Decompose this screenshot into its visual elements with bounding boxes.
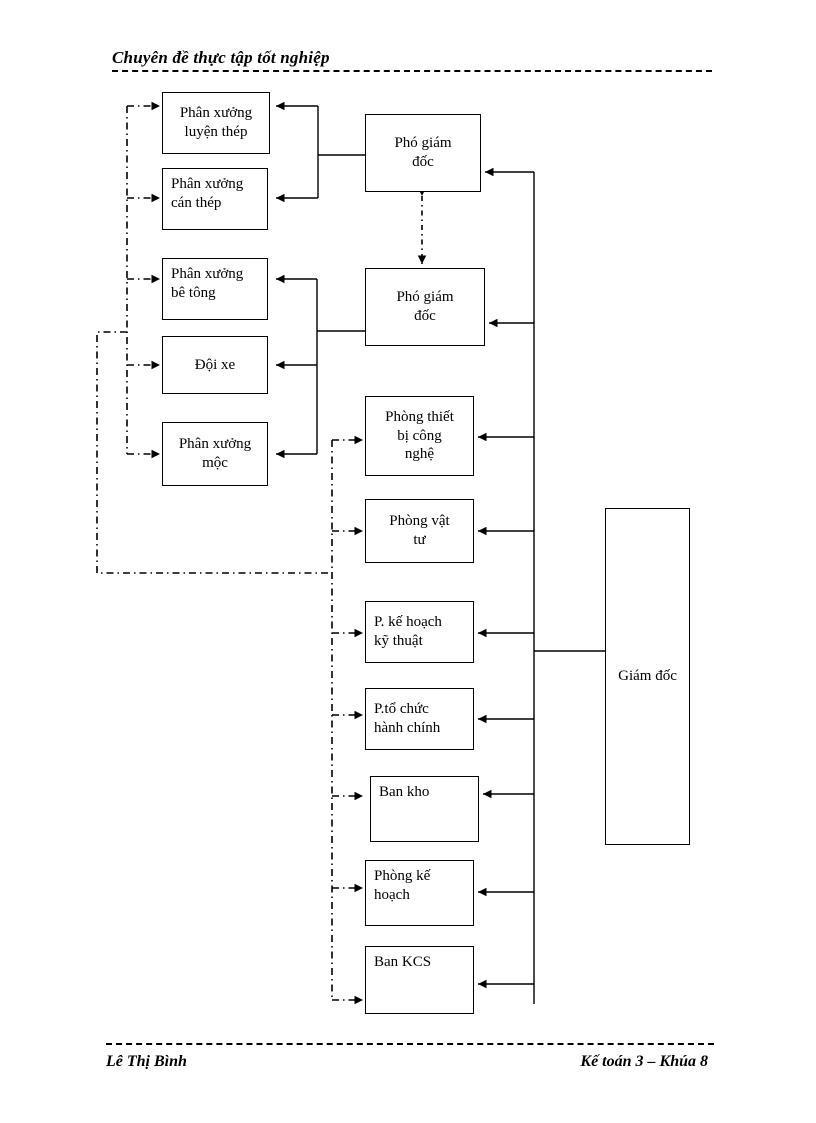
node-label: Phòng vật tư [389, 513, 450, 548]
node-dept-admin-organization[interactable]: P.tổ chức hành chính [365, 688, 474, 750]
node-label: Đội xe [194, 356, 236, 373]
node-label: Phân xưởng bê tông [171, 266, 244, 301]
node-dept-kcs[interactable]: Ban KCS [365, 946, 474, 1014]
node-workshop-steel-smelting[interactable]: Phân xưởng luyện thép [162, 92, 270, 154]
node-label: Phòng kế hoạch [374, 868, 431, 903]
node-label: P.tổ chức hành chính [374, 701, 441, 736]
node-label: Ban KCS [374, 954, 432, 970]
node-workshop-concrete[interactable]: Phân xưởng bê tông [162, 258, 268, 320]
node-label: Phòng thiết bị công nghệ [385, 408, 454, 463]
node-dept-tech-equipment[interactable]: Phòng thiết bị công nghệ [365, 396, 474, 476]
node-label: Giám đốc [618, 668, 677, 685]
node-dept-warehouse[interactable]: Ban kho [370, 776, 479, 842]
node-workshop-steel-rolling[interactable]: Phân xưởng cán thép [162, 168, 268, 230]
page-footer: Lê Thị Bình Kế toán 3 – Khúa 8 [106, 1053, 714, 1077]
node-director[interactable]: Giám đốc [605, 508, 690, 845]
node-label: Phân xưởng luyện thép [179, 105, 253, 140]
header-divider [112, 70, 712, 72]
node-deputy-director-1[interactable]: Phó giám đốc [365, 114, 481, 192]
footer-class: Kế toán 3 – Khúa 8 [580, 1053, 708, 1070]
node-label: Phân xưởng mộc [178, 436, 252, 471]
node-dept-planning[interactable]: Phòng kế hoạch [365, 860, 474, 926]
node-deputy-director-2[interactable]: Phó giám đốc [365, 268, 485, 346]
node-label: Ban kho [379, 784, 430, 800]
page-header: Chuyên đề thực tập tốt nghiệp [112, 48, 712, 74]
node-label: Phó giám đốc [394, 135, 452, 170]
node-label: Phân xưởng cán thép [171, 176, 244, 211]
node-dept-materials[interactable]: Phòng vật tư [365, 499, 474, 563]
node-label: P. kế hoạch kỹ thuật [374, 614, 442, 649]
node-vehicle-team[interactable]: Đội xe [162, 336, 268, 394]
node-label: Phó giám đốc [396, 289, 454, 324]
page-title: Chuyên đề thực tập tốt nghiệp [112, 48, 330, 67]
node-workshop-carpentry[interactable]: Phân xưởng mộc [162, 422, 268, 486]
footer-divider [106, 1043, 714, 1045]
node-dept-technical-planning[interactable]: P. kế hoạch kỹ thuật [365, 601, 474, 663]
footer-author: Lê Thị Bình [106, 1053, 187, 1070]
